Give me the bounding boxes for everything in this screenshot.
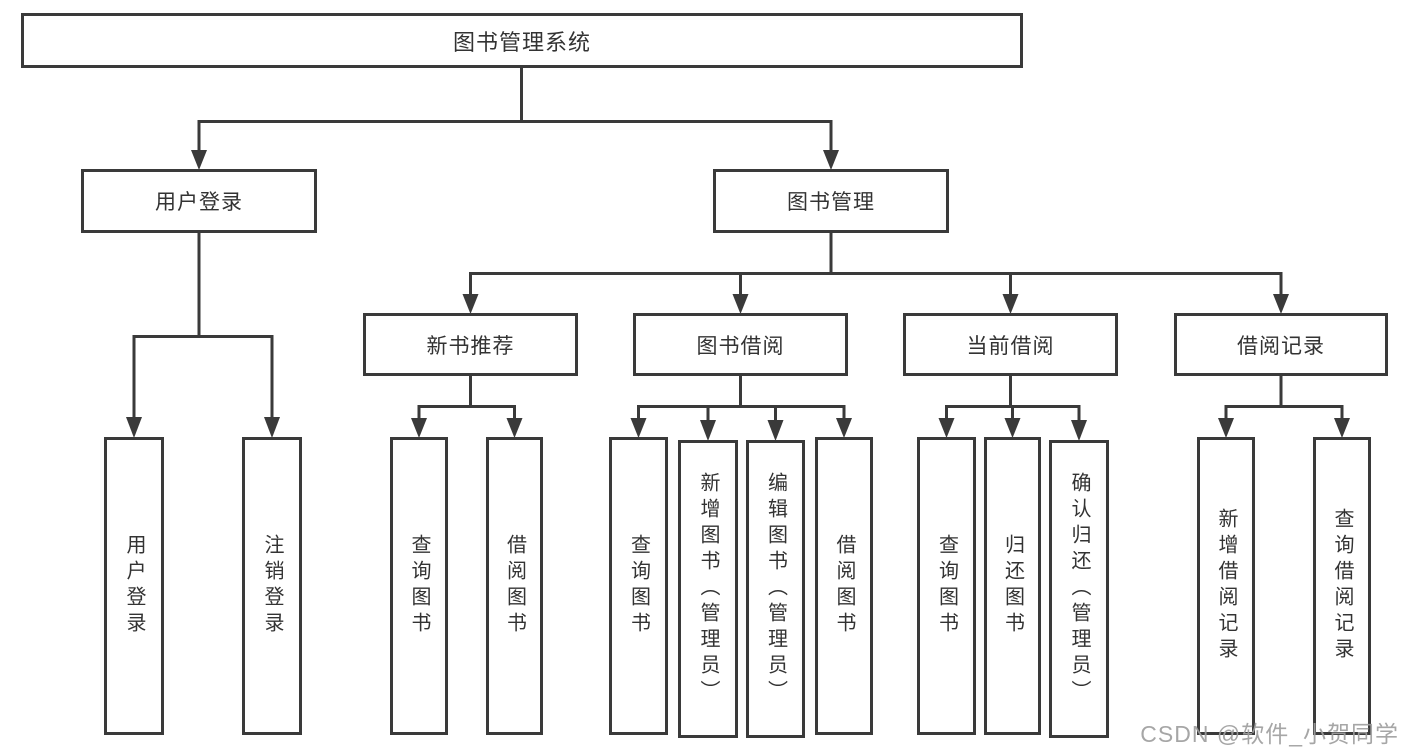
arrow-down-icons <box>126 150 1350 441</box>
node-label: 查询图书 <box>408 534 430 638</box>
node-label: 编辑图书（管理员） <box>764 472 787 706</box>
leaf-borrow-books: 借阅图书 <box>815 437 873 735</box>
csdn-watermark: CSDN @软件_小贺同学 <box>1140 721 1399 747</box>
leaf-user-login: 用户登录 <box>104 437 164 735</box>
node-label: 用户登录 <box>123 534 145 638</box>
leaf-borrow-books-recommend: 借阅图书 <box>486 437 543 735</box>
node-library-management-system: 图书管理系统 <box>21 13 1023 68</box>
node-current-borrowing: 当前借阅 <box>903 313 1118 376</box>
node-label: 新增借阅记录 <box>1215 508 1237 664</box>
leaf-edit-books-admin: 编辑图书（管理员） <box>746 440 805 738</box>
leaf-query-books-current: 查询图书 <box>917 437 976 735</box>
leaf-add-books-admin: 新增图书（管理员） <box>678 440 738 738</box>
leaf-logout: 注销登录 <box>242 437 302 735</box>
node-label: 图书管理系统 <box>452 29 591 55</box>
leaf-return-books: 归还图书 <box>984 437 1041 735</box>
leaf-query-books-borrow: 查询图书 <box>609 437 668 735</box>
node-label: 注销登录 <box>261 534 283 638</box>
node-borrowing-records: 借阅记录 <box>1174 313 1388 376</box>
node-label: 借阅图书 <box>833 534 855 638</box>
node-label: 确认归还（管理员） <box>1068 472 1090 706</box>
node-label: 查询图书 <box>627 534 650 638</box>
node-label: 借阅记录 <box>1237 334 1325 358</box>
leaf-confirm-return-admin: 确认归还（管理员） <box>1049 440 1109 738</box>
node-label: 借阅图书 <box>503 534 526 638</box>
leaf-query-books-recommend: 查询图书 <box>390 437 448 735</box>
node-label: 归还图书 <box>1001 534 1024 638</box>
node-label: 图书借阅 <box>696 334 785 358</box>
node-label: 查询借阅记录 <box>1331 508 1353 664</box>
node-book-borrowing: 图书借阅 <box>633 313 848 376</box>
node-label: 当前借阅 <box>966 334 1055 358</box>
node-label: 用户登录 <box>155 191 243 214</box>
leaf-add-borrow-record: 新增借阅记录 <box>1197 437 1255 735</box>
node-book-management: 图书管理 <box>713 169 949 233</box>
node-new-book-recommend: 新书推荐 <box>363 313 578 376</box>
node-label: 新书推荐 <box>426 334 515 358</box>
leaf-query-borrow-record: 查询借阅记录 <box>1313 437 1371 735</box>
node-label: 查询图书 <box>935 534 958 638</box>
node-label: 图书管理 <box>787 191 875 214</box>
node-label: 新增图书（管理员） <box>697 472 719 706</box>
node-user-login: 用户登录 <box>81 169 317 233</box>
connector-paths <box>132 67 1344 422</box>
